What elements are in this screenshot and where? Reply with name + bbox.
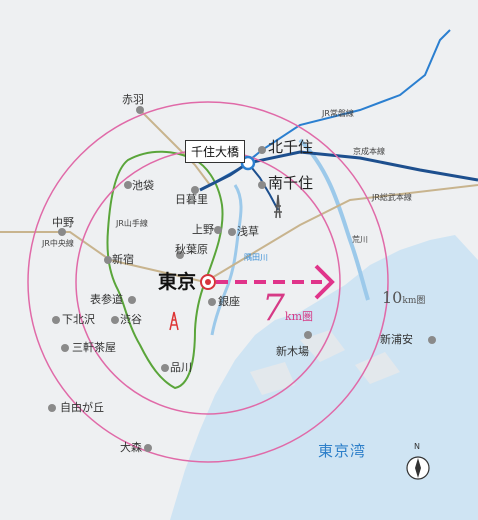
label-jr-chuo: JR中央線	[42, 239, 74, 248]
station-dots	[48, 106, 436, 452]
keisei-line	[199, 150, 478, 192]
label-shinurayasu: 新浦安	[380, 333, 413, 346]
dot-shinkiba	[304, 331, 312, 339]
dot-minamisenju	[258, 181, 266, 189]
label-tokyo-bay: 東京湾	[318, 442, 367, 460]
label-asakusa: 浅草	[237, 225, 259, 238]
compass-needle	[415, 458, 421, 478]
label-akihabara: 秋葉原	[175, 243, 208, 256]
dot-nakano	[58, 228, 66, 236]
dot-omori	[144, 444, 152, 452]
ring-7km-label: 7km圏	[262, 288, 313, 329]
label-omotesando: 表参道	[90, 293, 123, 306]
skytree-icon	[274, 194, 282, 219]
tokyo-tower-icon	[169, 311, 179, 331]
ring-7km-number: 7	[262, 288, 285, 329]
landfill-islands	[250, 330, 400, 395]
label-nakano: 中野	[52, 216, 74, 229]
label-kitasenju: 北千住	[268, 138, 314, 156]
label-sangenjaya: 三軒茶屋	[72, 341, 116, 354]
dot-akihabara	[176, 251, 184, 259]
ring-10km-unit: km圏	[402, 296, 426, 306]
label-shibuya: 渋谷	[120, 313, 142, 326]
dot-shibuya	[111, 316, 119, 324]
label-keisei: 京成本線	[353, 147, 385, 156]
dot-shimokitazawa	[52, 316, 60, 324]
ring-7km-unit: km圏	[284, 310, 314, 323]
dot-jiyugaoka	[48, 404, 56, 412]
tokyo-bay-water	[170, 235, 478, 520]
compass-north-label: N	[414, 442, 420, 451]
dot-shinjuku	[104, 256, 112, 264]
dot-omotesando	[128, 296, 136, 304]
label-shinagawa: 品川	[170, 361, 192, 374]
label-jiyugaoka: 自由が丘	[60, 401, 104, 414]
arakawa-river	[298, 138, 370, 301]
label-ginza: 銀座	[218, 295, 240, 308]
distance-arrow-head	[314, 264, 335, 300]
dot-ginza	[208, 298, 216, 306]
label-omori: 大森	[120, 441, 142, 454]
label-jr-yamanote: JR山手線	[116, 219, 148, 228]
ring-10km-number: 10	[382, 288, 403, 307]
label-shinkiba: 新木場	[276, 345, 309, 358]
label-ikebukuro: 池袋	[132, 179, 154, 192]
label-shimokitazawa: 下北沢	[62, 313, 95, 326]
ring-10km-label: 10km圏	[382, 288, 425, 307]
label-akabane: 赤羽	[122, 93, 144, 106]
label-tokyo: 東京	[158, 271, 197, 293]
sumida-river	[210, 184, 243, 336]
label-sumida: 隅田川	[244, 253, 268, 262]
dot-ueno	[214, 226, 222, 234]
label-ueno: 上野	[192, 223, 214, 236]
dot-shinurayasu	[428, 336, 436, 344]
label-arakawa: 荒川	[352, 235, 368, 244]
dot-ikebukuro	[124, 181, 132, 189]
label-jr-joban: JR常磐線	[322, 109, 354, 118]
dot-shinagawa	[161, 364, 169, 372]
ring-10km	[27, 101, 389, 463]
dot-sangenjaya	[61, 344, 69, 352]
label-nippori: 日暮里	[175, 193, 208, 206]
site-name-box: 千住大橋	[185, 140, 246, 163]
jr-sobu-line	[204, 184, 478, 283]
dot-kitasenju	[258, 146, 266, 154]
dot-akabane	[136, 106, 144, 114]
label-shinjuku: 新宿	[112, 253, 134, 266]
label-minamisenju: 南千住	[268, 174, 314, 192]
label-jr-sobu: JR総武本線	[372, 193, 412, 202]
dot-asakusa	[228, 228, 236, 236]
tokyo-station-core	[205, 279, 211, 285]
dot-nippori	[191, 186, 199, 194]
